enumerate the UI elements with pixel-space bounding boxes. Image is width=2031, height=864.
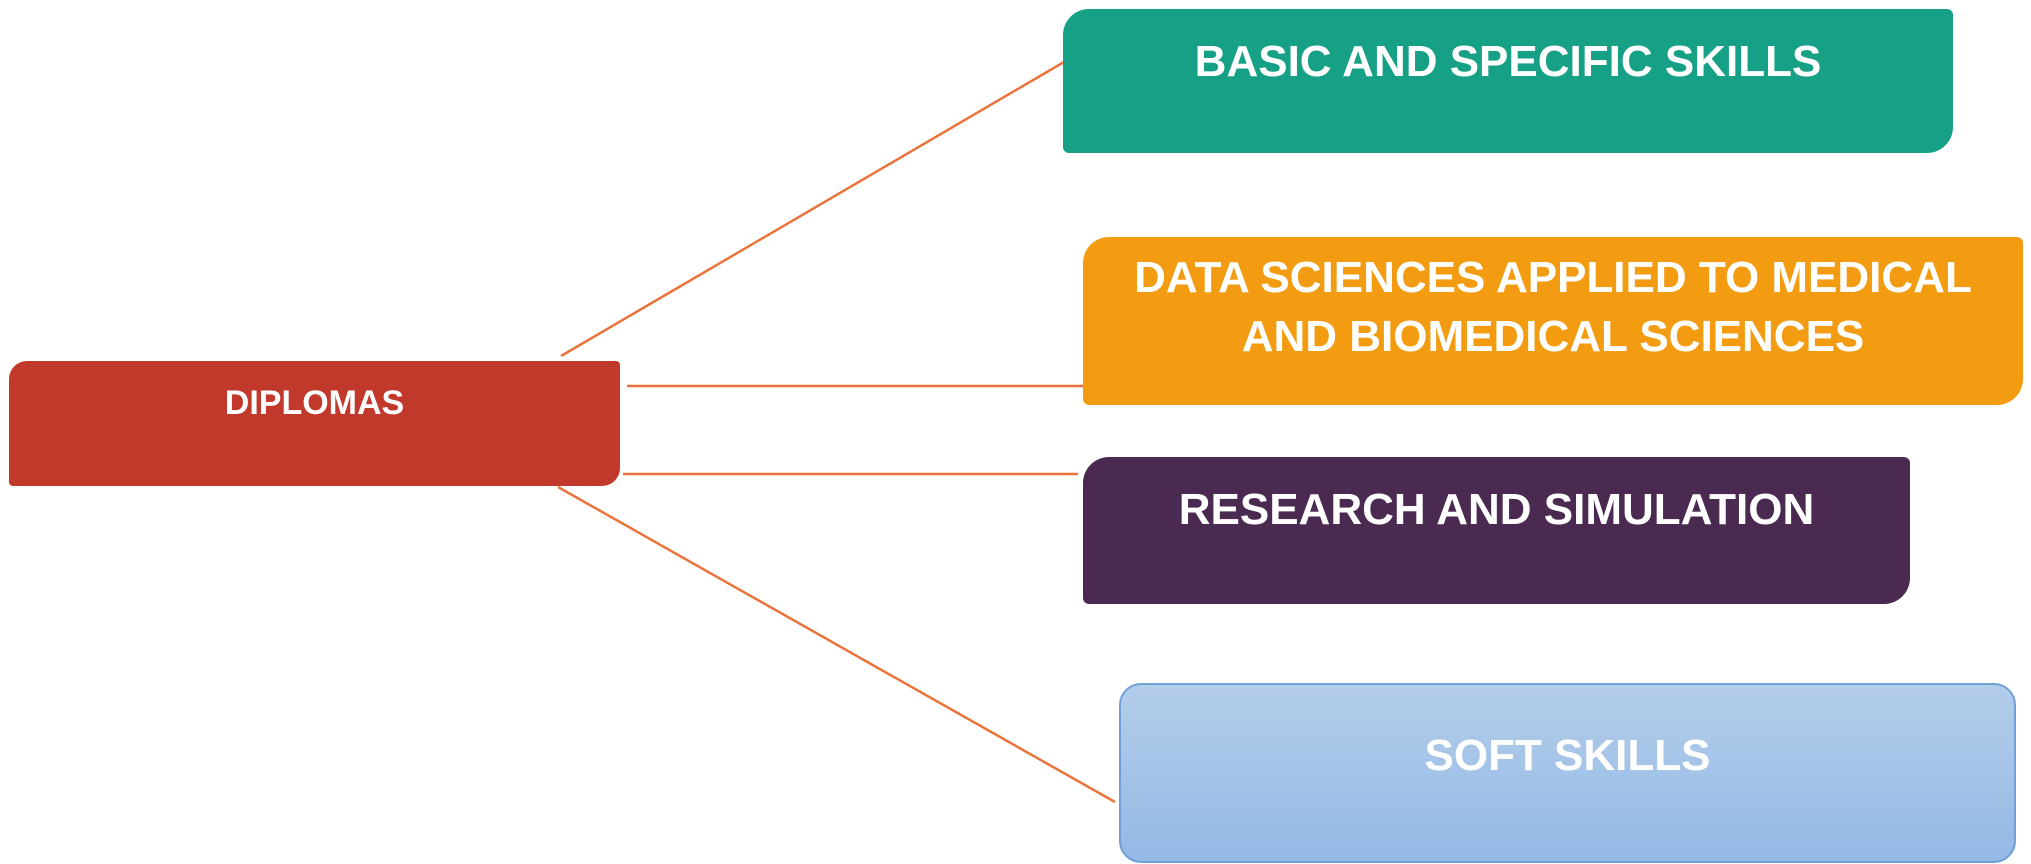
basic-and-specific-skills-label: BASIC AND SPECIFIC SKILLS bbox=[1194, 37, 1822, 86]
basic-and-specific-skills-node: BASIC AND SPECIFIC SKILLS bbox=[1063, 9, 1953, 153]
data-sciences-node: DATA SCIENCES APPLIED TO MEDICAL AND BIO… bbox=[1083, 237, 2023, 405]
diplomas-node: DIPLOMAS bbox=[9, 361, 620, 486]
research-and-simulation-node: RESEARCH AND SIMULATION bbox=[1083, 457, 1910, 604]
soft-skills-node: SOFT SKILLS bbox=[1119, 683, 2016, 863]
connector-diplomas-to-basic-skills bbox=[560, 60, 1065, 358]
soft-skills-label: SOFT SKILLS bbox=[1424, 731, 1711, 780]
diplomas-label: DIPLOMAS bbox=[224, 384, 405, 422]
data-sciences-label: DATA SCIENCES APPLIED TO MEDICAL AND BIO… bbox=[1134, 253, 1972, 361]
connector-diplomas-to-soft-skills bbox=[557, 485, 1116, 804]
research-and-simulation-label: RESEARCH AND SIMULATION bbox=[1178, 485, 1815, 534]
